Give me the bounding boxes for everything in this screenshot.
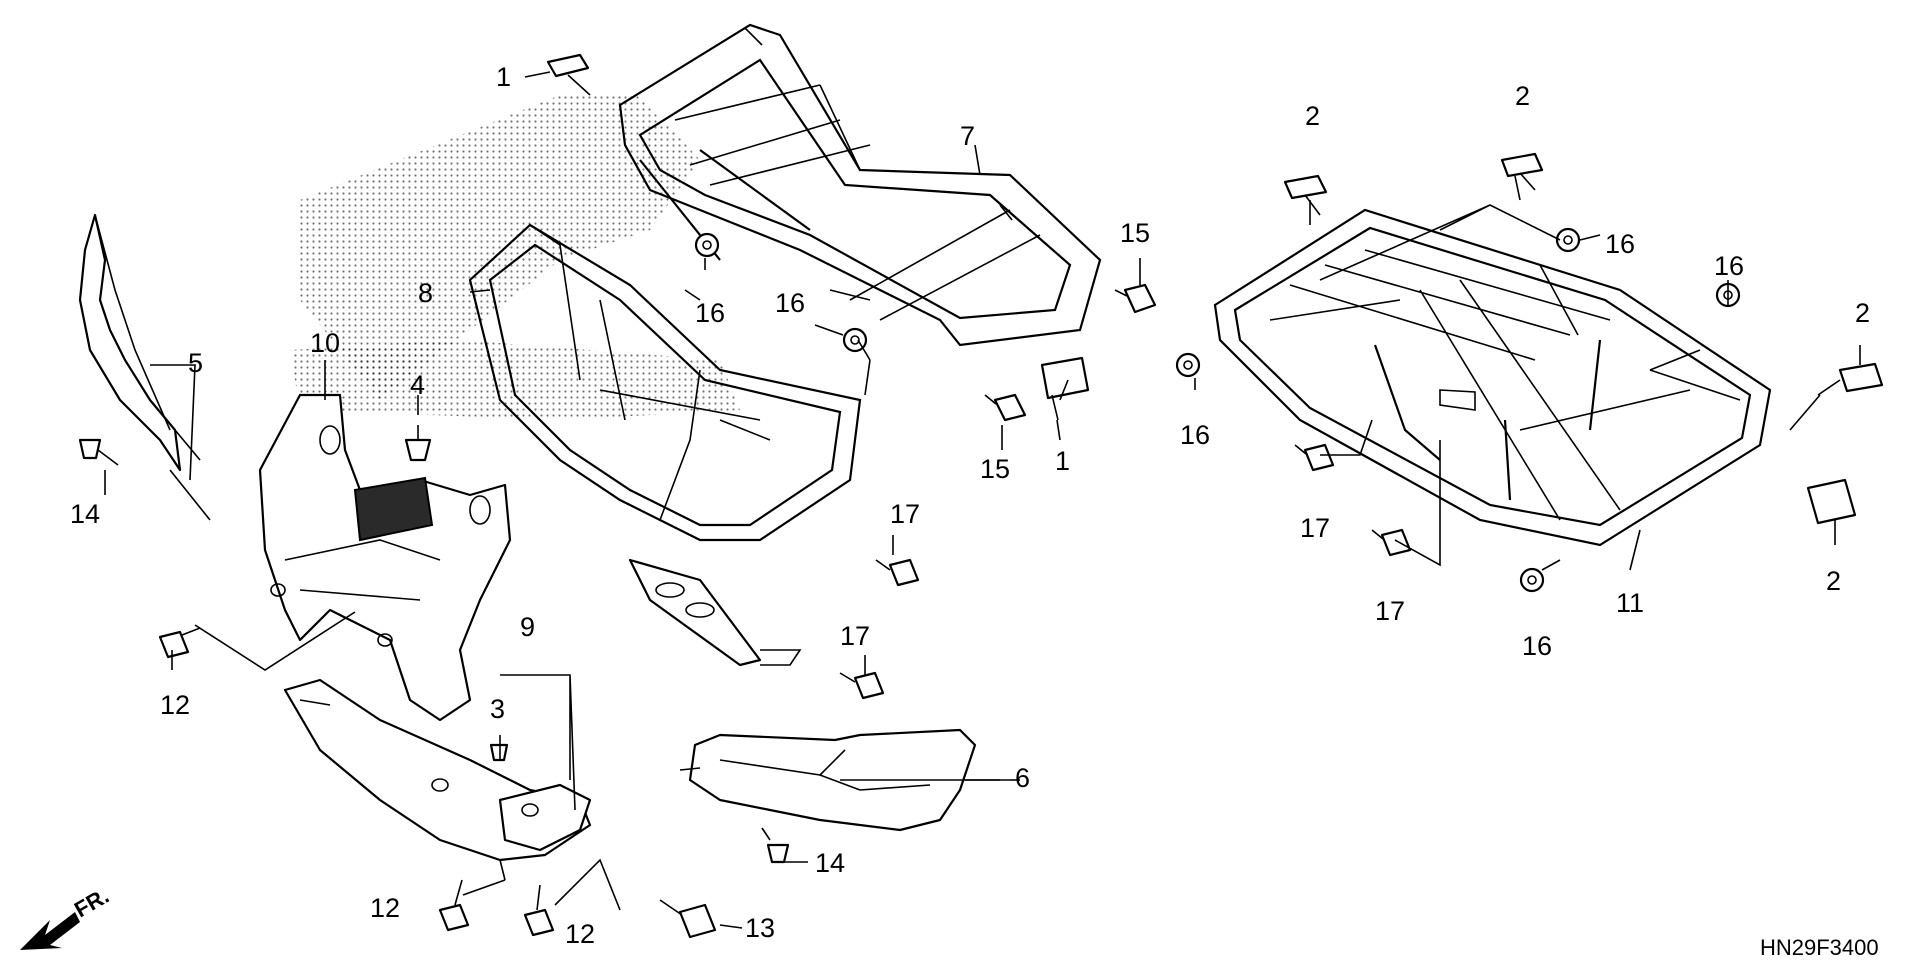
callout-16: 16 xyxy=(1522,631,1552,661)
callout-16: 16 xyxy=(1605,229,1635,259)
skid-plate-part-9 xyxy=(283,678,592,862)
guard-frame-part-8 xyxy=(468,223,862,667)
callout-7: 7 xyxy=(960,121,975,151)
callout-13: 13 xyxy=(745,913,775,943)
callout-labels: 1 1 2 2 2 2 3 4 5 6 7 8 9 10 11 12 12 12… xyxy=(70,62,1870,949)
callout-2: 2 xyxy=(1305,101,1320,131)
callout-12: 12 xyxy=(370,893,400,923)
front-direction-arrow-icon: FR. xyxy=(20,883,113,950)
grommet-icon xyxy=(546,53,1884,525)
callout-12: 12 xyxy=(160,690,190,720)
callout-17: 17 xyxy=(890,499,920,529)
callout-4: 4 xyxy=(410,370,425,400)
clip-icon xyxy=(78,425,790,864)
rear-carrier-part-11 xyxy=(1213,208,1772,547)
callout-15: 15 xyxy=(980,454,1010,484)
bolt-icon xyxy=(158,283,1412,939)
callout-1: 1 xyxy=(1055,446,1070,476)
callout-8: 8 xyxy=(418,278,433,308)
callout-14: 14 xyxy=(815,848,845,878)
callout-6: 6 xyxy=(1015,763,1030,793)
callout-5: 5 xyxy=(188,348,203,378)
callout-1: 1 xyxy=(496,62,511,92)
leader-lines xyxy=(104,71,1861,929)
callout-17: 17 xyxy=(840,621,870,651)
side-cover-part-5 xyxy=(78,213,211,521)
callout-16: 16 xyxy=(1180,420,1210,450)
callout-3: 3 xyxy=(490,694,505,724)
front-carrier-part-7 xyxy=(618,23,1102,347)
callout-16: 16 xyxy=(1714,251,1744,281)
callout-11: 11 xyxy=(1616,588,1644,618)
side-guard-part-6 xyxy=(679,728,977,832)
callout-14: 14 xyxy=(70,499,100,529)
callout-15: 15 xyxy=(1120,218,1150,248)
callout-2: 2 xyxy=(1826,566,1841,596)
callout-12: 12 xyxy=(565,919,595,949)
callout-2: 2 xyxy=(1855,298,1870,328)
callout-2: 2 xyxy=(1515,81,1530,111)
callout-16: 16 xyxy=(695,298,725,328)
callout-10: 10 xyxy=(310,328,340,358)
flange-nut-icon xyxy=(694,227,1741,593)
front-panel-part-10 xyxy=(258,393,512,722)
callout-17: 17 xyxy=(1300,513,1330,543)
callout-17: 17 xyxy=(1375,596,1405,626)
callout-16: 16 xyxy=(775,288,805,318)
diagram-code: HN29F3400 xyxy=(1760,935,1879,960)
stipple-shading xyxy=(290,95,740,420)
callout-9: 9 xyxy=(520,612,535,642)
